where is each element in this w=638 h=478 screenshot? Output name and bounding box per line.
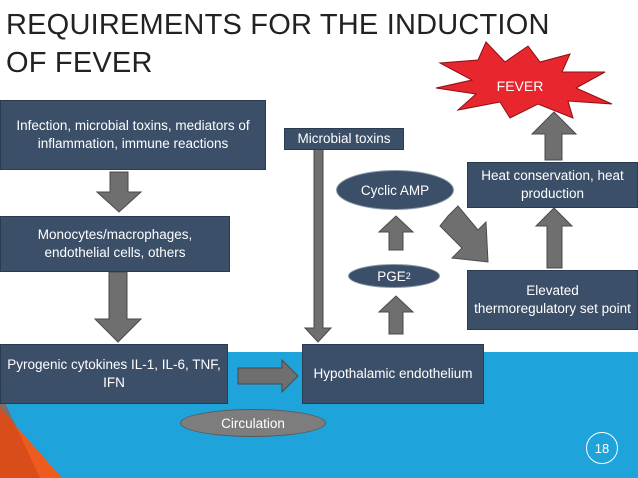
fever-burst [435,41,613,119]
box-elevated: Elevated thermoregulatory set point [467,270,638,330]
arrow-down-1 [95,171,143,213]
arrow-up-pge [377,295,415,335]
page-number: 18 [586,432,618,464]
arrow-microbial-toxins [303,147,333,343]
box-microbial-toxins: Microbial toxins [284,128,404,150]
arrow-up-camp [377,215,415,251]
fever-label: FEVER [496,78,544,94]
arrow-up-fever [530,111,578,161]
pge-label: PGE [377,268,406,284]
arrow-diagonal [439,205,489,263]
dark-wedge [0,392,40,478]
arrow-up-heat [534,207,574,269]
box-infection: Infection, microbial toxins, mediators o… [0,100,266,170]
arrow-down-2 [93,271,143,343]
pge-subscript: 2 [405,271,411,281]
arrow-right-circulation [237,358,299,394]
slide-title: REQUIREMENTS FOR THE INDUCTION OF FEVER [6,9,550,79]
box-hypothalamic: Hypothalamic endothelium [302,344,484,404]
box-cytokines: Pyrogenic cytokines IL-1, IL-6, TNF, IFN [0,344,228,404]
oval-cyclic-amp: Cyclic AMP [336,170,454,210]
box-heat: Heat conservation, heat production [467,162,638,208]
oval-circulation: Circulation [180,409,326,437]
box-monocytes: Monocytes/macrophages, endothelial cells… [0,216,230,272]
